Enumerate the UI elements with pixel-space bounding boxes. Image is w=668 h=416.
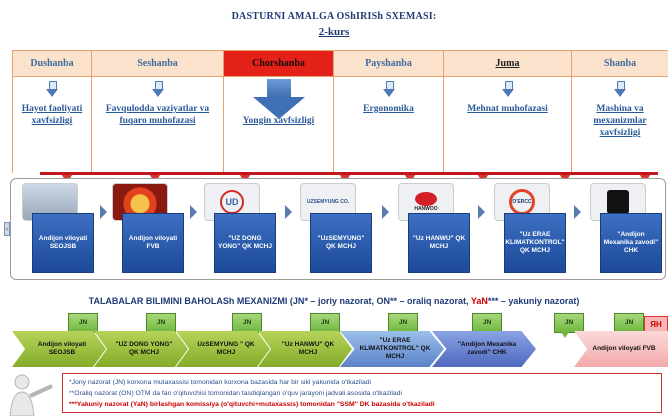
down-arrow-icon (614, 81, 626, 97)
assessment-stage: "Uz ERAE KLIMATKONTROL" QK MCHJ (340, 331, 444, 367)
person-pointing-icon (2, 368, 58, 416)
day-topic: Favqulodda vaziyatlar va fuqaro muhofaza… (105, 104, 210, 126)
day-topic: Mehnat muhofazasi (467, 104, 548, 114)
jn-badge: JN (614, 313, 644, 338)
oercc-logo-text: O'ERCC (509, 189, 535, 215)
hanwoo-logo-text: HANWOO (414, 206, 438, 212)
enterprise-card: "Andijon Mexanika zavodi" CHK (590, 183, 662, 275)
timeline-bar (40, 172, 658, 175)
jn-badge: JN (554, 313, 584, 338)
notes-box: *Joriy nazorat (JN) korxona mutaxassisi … (62, 373, 662, 413)
title-part: * – joriy nazorat, (304, 296, 377, 306)
enterprise-label: "Uz HANWU" QK MCHJ (408, 213, 470, 273)
day-name: Seshanba (92, 51, 223, 77)
day-column-friday: Juma Mehnat muhofazasi (443, 51, 571, 173)
large-down-arrow-icon (252, 79, 305, 119)
assessment-stage: Andijon viloyati SEOJSB (12, 331, 106, 367)
down-arrow-icon (151, 81, 164, 97)
day-name: Juma (444, 51, 571, 77)
day-column-monday: Dushanba Hayot faoliyati xavfsizligi (12, 51, 91, 173)
jn-badge: JN (232, 313, 262, 338)
day-name: Shanba (572, 51, 668, 77)
title-part: JN (292, 296, 305, 306)
day-topic: Yongin xavfsizligi (242, 116, 315, 126)
day-name: Dushanba (13, 51, 91, 77)
chevron-right-icon (285, 205, 292, 219)
chevron-right-icon (100, 205, 107, 219)
enterprise-label: "Andijon Mexanika zavodi" CHK (600, 213, 662, 273)
enterprise-card: UD "UZ DONG YONG" QK MCHJ (204, 183, 276, 275)
assessment-stage: "UZ DONG YONG" QK MCHJ (94, 331, 188, 367)
down-arrow-icon (46, 81, 58, 97)
chevron-right-icon (382, 205, 389, 219)
enterprise-label: "UzSEMYUNG" QK MCHJ (310, 213, 372, 273)
day-name: Chorshanba (224, 51, 333, 77)
enterprise-label: "UZ DONG YONG" QK MCHJ (214, 213, 276, 273)
uzsemyung-logo-text: UZSEMYUNG CO. (306, 199, 350, 205)
ud-logo-text: UD (220, 190, 244, 214)
enterprise-label: "Uz ERAE KLIMATKONTROL" QK MCHJ (504, 213, 566, 273)
note-line: ***Yakuniy nazorat (YaN) birlashgan komi… (69, 401, 435, 408)
factory-emblem-icon (607, 190, 629, 214)
note-line: **Oraliq nazorat (ON) OTM da fan o'qituv… (69, 390, 402, 397)
day-name: Payshanba (334, 51, 443, 77)
assessment-stage: "Uz HANWU" QK MCHJ (258, 331, 352, 367)
jn-badge: JN (388, 313, 418, 338)
title-part: TALABALAR BILIMINI BAHOLASh MEXANIZMI ( (88, 296, 293, 306)
enterprise-card: UZSEMYUNG CO. "UzSEMYUNG" QK MCHJ (300, 183, 372, 275)
enterprise-card: O'ERCC "Uz ERAE KLIMATKONTROL" QK MCHJ (494, 183, 566, 275)
jn-badge: JN (310, 313, 340, 338)
enterprise-card: Andijon viloyati FVB (112, 183, 184, 275)
chevron-right-icon (478, 205, 485, 219)
note-line: *Joriy nazorat (JN) korxona mutaxassisi … (69, 379, 372, 386)
day-column-saturday: Shanba Mashina va mexanizmlar xavfsizlig… (571, 51, 668, 173)
enterprise-label: Andijon viloyati SEOJSB (32, 213, 94, 273)
enterprise-card: Andijon viloyati SEOJSB (22, 183, 94, 275)
hanwoo-emblem-icon (415, 192, 437, 206)
assessment-title: TALABALAR BILIMINI BAHOLASh MEXANIZMI (J… (0, 296, 668, 306)
chevron-right-icon (190, 205, 197, 219)
jn-badge: JN (472, 313, 502, 338)
day-topic: Ergonomika (363, 104, 414, 114)
chevron-right-icon (574, 205, 581, 219)
diagram-subtitle: 2-kurs (318, 26, 350, 38)
jn-badge: JN (68, 313, 98, 338)
enterprise-card: HANWOO "Uz HANWU" QK MCHJ (398, 183, 470, 275)
diagram-title: DASTURNI AMALGA OShIRISh SXEMASI: (231, 11, 437, 22)
title-part: ON (376, 296, 390, 306)
day-column-thursday: Payshanba Ergonomika (333, 51, 443, 173)
enterprise-label: Andijon viloyati FVB (122, 213, 184, 273)
title-part: *** – yakuniy nazorat) (487, 296, 580, 306)
day-column-tuesday: Seshanba Favqulodda vaziyatlar va fuqaro… (91, 51, 223, 173)
assessment-stage: Andijon viloyati FVB (574, 331, 668, 367)
assessment-stage: "Andijon Mexanika zavodi" CHK (432, 331, 536, 367)
title-part: YaN (470, 296, 488, 306)
title-part: ** – oraliq nazorat, (389, 296, 471, 306)
day-column-wednesday: Chorshanba Yongin xavfsizligi (223, 51, 333, 173)
weekday-schedule: Dushanba Hayot faoliyati xavfsizligi Ses… (12, 50, 668, 173)
assessment-stage: UzSEMYUNG " QK MCHJ (176, 331, 270, 367)
day-topic: Mashina va mexanizmlar xavfsizligi (593, 104, 647, 138)
expand-handle-icon[interactable]: ‹ (4, 222, 10, 236)
down-arrow-icon (382, 81, 395, 97)
down-arrow-icon (501, 81, 514, 97)
jn-badge: JN (146, 313, 176, 338)
day-topic: Hayot faoliyati xavfsizligi (21, 104, 83, 126)
